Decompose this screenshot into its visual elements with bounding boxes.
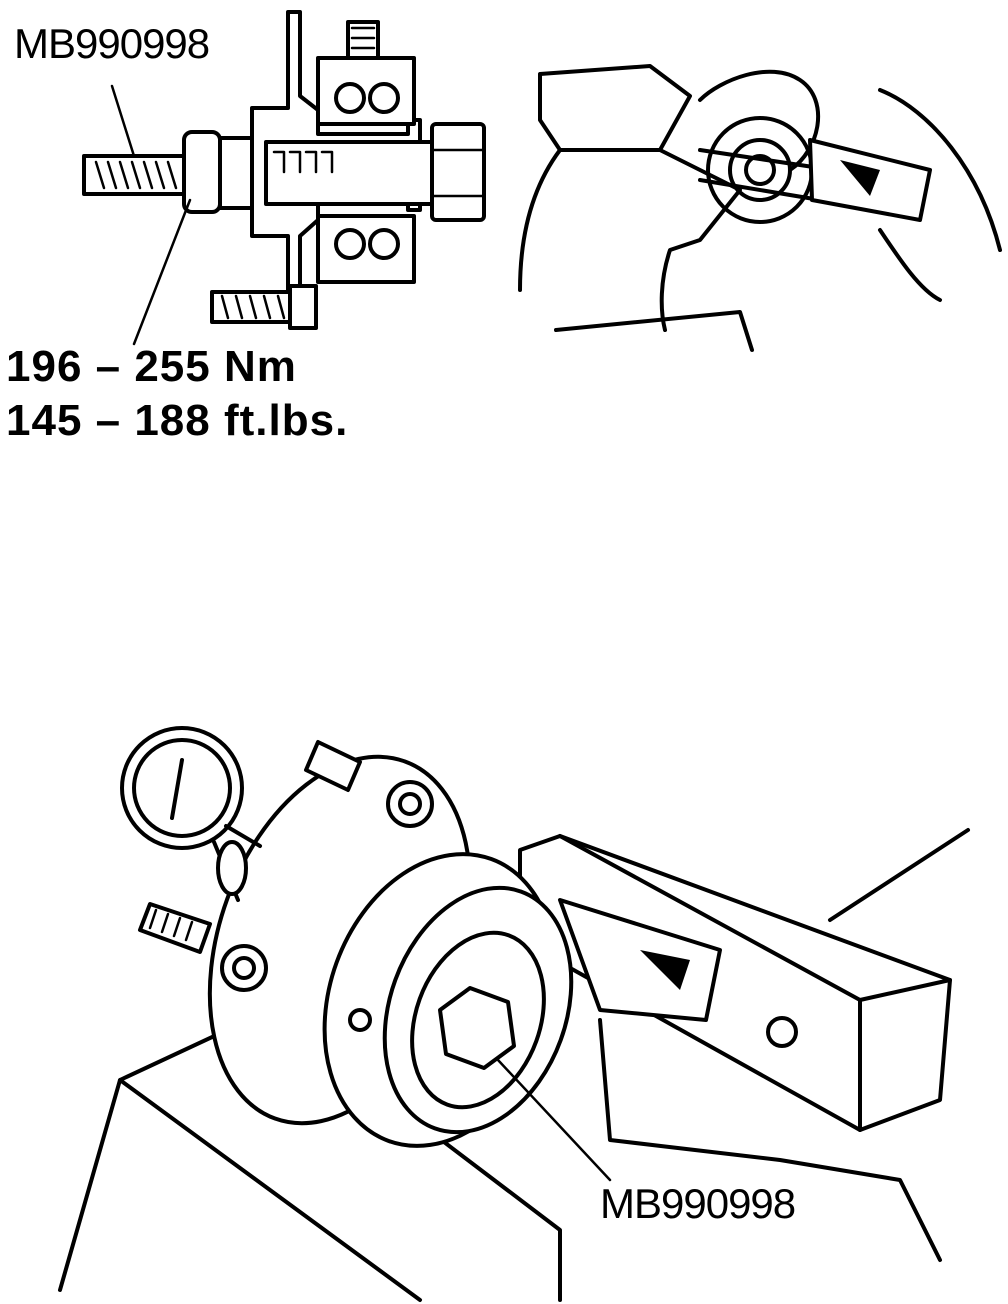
torque-spec-nm: 196 – 255 Nm xyxy=(6,342,297,391)
torque-spec-ftlbs: 145 – 188 ft.lbs. xyxy=(6,396,349,445)
tool-label-top: MB990998 xyxy=(14,20,210,67)
hub-cross-section xyxy=(82,10,486,346)
tool-label-bottom: MB990998 xyxy=(600,1180,796,1227)
wrench-sketch xyxy=(518,64,1002,352)
hub-in-vise xyxy=(58,726,970,1302)
